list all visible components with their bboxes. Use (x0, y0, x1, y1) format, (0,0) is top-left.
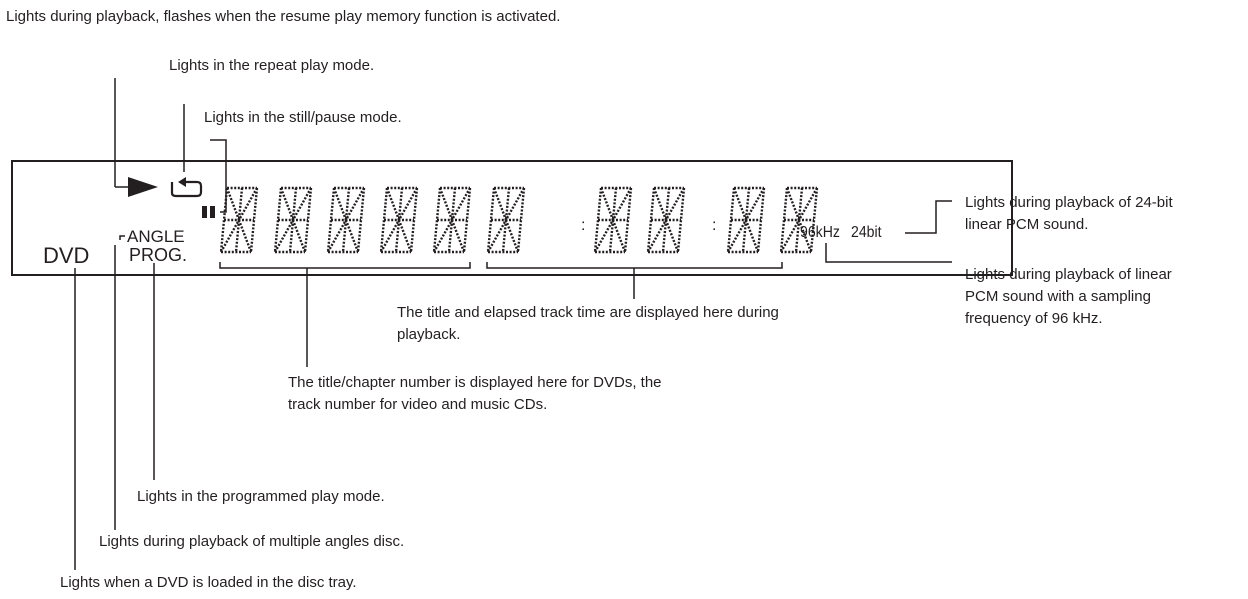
segment-digit-group (219, 186, 819, 254)
display-panel-frame (11, 160, 1013, 276)
dvd-callout: Lights when a DVD is loaded in the disc … (60, 574, 357, 591)
time-bracket (486, 262, 783, 269)
segment-digit-icon (219, 186, 259, 254)
segment-digit-icon (779, 186, 819, 254)
time-colon-2: : (712, 217, 717, 234)
time-callout-line2: playback. (397, 326, 461, 343)
prog-indicator: PROG. (129, 245, 188, 265)
bit24-leader (905, 200, 952, 234)
segment-digit-icon (326, 186, 366, 254)
segment-digit-icon (379, 186, 419, 254)
pause-icon (202, 206, 215, 218)
khz-indicator: 96kHz (800, 224, 840, 241)
time-colon-1: : (581, 217, 586, 234)
khz96-callout-line2: PCM sound with a sampling (965, 288, 1151, 305)
chapter-bracket (219, 262, 471, 269)
bit24-callout-line2: linear PCM sound. (965, 216, 1089, 233)
angle-callout: Lights during playback of multiple angle… (99, 533, 405, 550)
repeat-icon (170, 177, 203, 198)
dvd-indicator: DVD (43, 243, 90, 268)
segment-digit-icon (593, 186, 633, 254)
time-callout-line1: The title and elapsed track time are dis… (397, 304, 779, 321)
pause-leader (210, 139, 227, 213)
khz96-callout-line1: Lights during playback of linear (965, 266, 1172, 283)
khz96-callout-line3: frequency of 96 kHz. (965, 310, 1103, 327)
bit24-callout-line1: Lights during playback of 24-bit (965, 194, 1173, 211)
play-icon (128, 177, 158, 197)
repeat-callout: Lights in the repeat play mode. (169, 57, 375, 74)
segment-digit-icon (486, 186, 526, 254)
bit-indicator: 24bit (851, 224, 882, 241)
play-callout: Lights during playback, flashes when the… (6, 8, 561, 25)
segment-digit-icon (273, 186, 313, 254)
prog-callout: Lights in the programmed play mode. (137, 488, 385, 505)
chapter-callout-line1: The title/chapter number is displayed he… (288, 374, 662, 391)
pause-callout: Lights in the still/pause mode. (204, 109, 402, 126)
segment-digit-icon (432, 186, 472, 254)
segment-digit-icon (726, 186, 766, 254)
chapter-callout-line2: track number for video and music CDs. (288, 396, 548, 413)
angle-indicator: ANGLE (127, 227, 185, 246)
segment-digit-icon (646, 186, 686, 254)
khz96-leader (825, 243, 952, 263)
angle-bracket (119, 235, 125, 240)
